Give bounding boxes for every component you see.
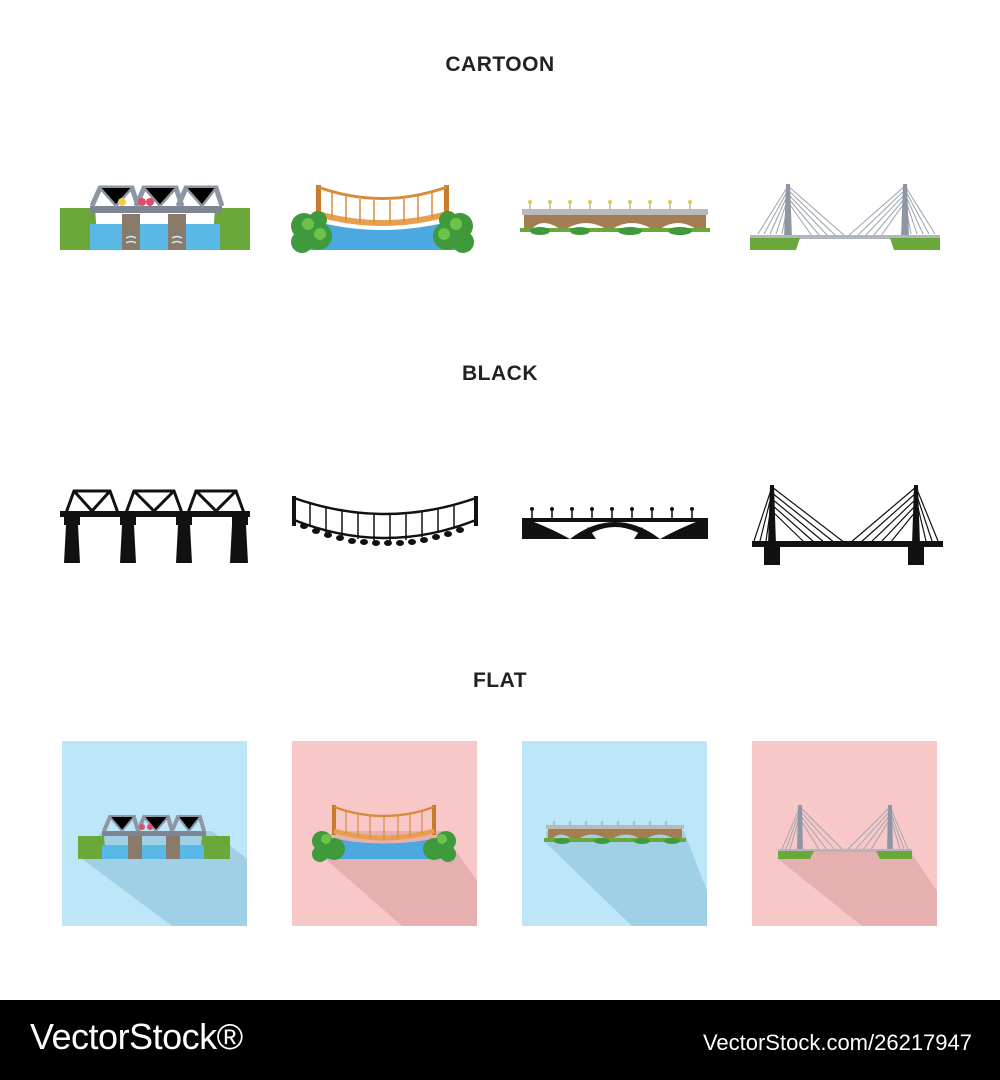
truss-bridge-icon bbox=[60, 185, 250, 250]
section-title-black: BLACK bbox=[462, 362, 538, 385]
truss-bridge-icon bbox=[60, 489, 250, 563]
rope-bridge-icon bbox=[291, 185, 474, 253]
flat-background-arch bbox=[522, 741, 707, 926]
cable-stayed-bridge-icon bbox=[752, 485, 943, 565]
watermark-logo: VectorStock® bbox=[30, 1016, 243, 1057]
flat-background-rope bbox=[292, 741, 477, 926]
section-title-cartoon: CARTOON bbox=[445, 53, 555, 76]
cable-stayed-bridge-icon bbox=[750, 184, 940, 250]
flat-background-truss bbox=[62, 741, 247, 926]
arch-bridge-icon bbox=[522, 507, 708, 539]
arch-bridge-icon bbox=[520, 200, 710, 235]
rope-bridge-icon bbox=[292, 496, 478, 546]
cable-stayed-bridge-icon bbox=[778, 805, 937, 926]
watermark-bar: VectorStock® VectorStock.com/26217947 bbox=[0, 1000, 1000, 1080]
section-title-flat: FLAT bbox=[472, 669, 528, 692]
truss-bridge-icon bbox=[78, 815, 247, 926]
arch-bridge-icon bbox=[544, 821, 707, 926]
watermark-id: VectorStock.com/26217947 bbox=[702, 1030, 972, 1055]
rope-bridge-icon bbox=[312, 805, 477, 926]
flat-background-cable bbox=[752, 741, 937, 926]
